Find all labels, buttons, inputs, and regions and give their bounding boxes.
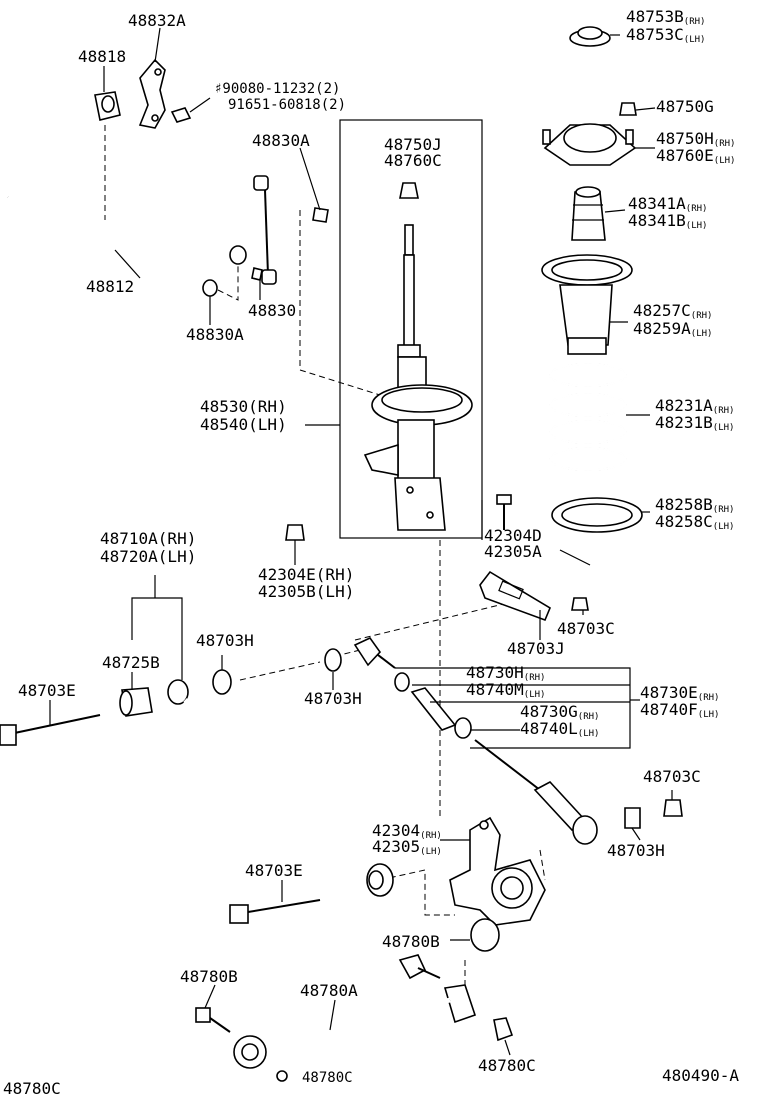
label-48812: 48812 <box>86 277 135 296</box>
label-48740L: 48740L(LH) <box>520 719 600 740</box>
label-48760C: 48760C <box>384 151 442 170</box>
label-48730G: 48730G(RH) <box>520 702 600 723</box>
label-42305A: 42305A <box>484 542 542 561</box>
label-48780B-b: 48780B <box>382 932 440 951</box>
lateral-arm-drawing <box>167 679 394 897</box>
rod-leaders <box>395 667 640 749</box>
stabilizer-link-drawing <box>251 175 329 285</box>
label-48750H: 48750H(RH) <box>656 129 736 150</box>
label-48780C-a: 48780C <box>3 1079 61 1098</box>
label-48753C: 48753C(LH) <box>626 25 706 46</box>
adjust-rod-drawing <box>353 636 683 845</box>
label-42304D: 42304D <box>484 526 542 545</box>
drawing-number: 480490-A <box>662 1066 740 1085</box>
label-48703C-b: 48703C <box>643 767 701 786</box>
label-48341B: 48341B(LH) <box>628 211 708 232</box>
boot-drawing <box>541 254 633 355</box>
label-48780B-a: 48780B <box>180 967 238 986</box>
label-48740F: 48740F(LH) <box>640 700 720 721</box>
knuckle-drawing <box>449 816 546 952</box>
lower-bolt-drawing <box>229 899 321 924</box>
label-48750G: 48750G <box>656 97 714 116</box>
label-48780A: 48780A <box>300 981 358 1000</box>
bushing-bracket-drawing <box>94 58 211 129</box>
label-48258B: 48258B(RH) <box>655 495 735 516</box>
label-42304E: 42304E(RH) <box>258 565 355 584</box>
label-48259A: 48259A(LH) <box>633 319 713 340</box>
label-48780C-b: 48780C <box>478 1056 536 1075</box>
label-48730H: 48730H(RH) <box>466 663 546 684</box>
label-48703J: 48703J <box>507 639 565 658</box>
label-48830: 48830 <box>248 301 297 320</box>
label-48703E-b: 48703E <box>245 861 303 880</box>
strut-frame <box>339 119 483 539</box>
label-leaders <box>49 27 673 1056</box>
label-48703E-a: 48703E <box>18 681 76 700</box>
label-42305: 42305(LH) <box>372 837 442 858</box>
lower-insulator-drawing <box>551 497 643 533</box>
label-48258C: 48258C(LH) <box>655 512 735 533</box>
label-48830A-bot: 48830A <box>186 325 244 344</box>
label-48740M: 48740M(LH) <box>466 680 546 701</box>
label-bolt-line2: 91651-60818(2) <box>228 97 347 113</box>
label-48231B: 48231B(LH) <box>655 413 735 434</box>
strut-drawing <box>363 182 473 531</box>
label-48341A: 48341A(RH) <box>628 194 708 215</box>
arm-bushing-drawing <box>0 648 342 746</box>
label-48703C-a: 48703C <box>557 619 615 638</box>
label-48753B: 48753B(RH) <box>626 7 706 28</box>
label-48818: 48818 <box>78 47 127 66</box>
label-48832A: 48832A <box>128 11 186 30</box>
label-48257C: 48257C(RH) <box>633 301 713 322</box>
label-42305B: 42305B(LH) <box>258 582 355 601</box>
label-48830A-top: 48830A <box>252 131 310 150</box>
plate-drawing <box>479 570 589 622</box>
label-48750J: 48750J <box>384 135 442 154</box>
label-arm-rh: 48710A(RH) <box>100 529 197 548</box>
strut-bolts-drawing <box>285 494 512 541</box>
coil-spring-drawing <box>549 363 627 471</box>
label-42304: 42304(RH) <box>372 821 442 842</box>
lower-arm-drawing <box>195 954 514 1082</box>
label-48760E: 48760E(LH) <box>656 146 736 167</box>
label-strut-rh: 48530(RH) <box>200 397 287 416</box>
label-strut-lh: 48540(LH) <box>200 415 287 434</box>
label-48725B: 48725B <box>102 653 160 672</box>
label-arm-lh: 48720A(LH) <box>100 547 197 566</box>
label-48703H-a: 48703H <box>196 631 254 650</box>
label-48703H-c: 48703H <box>607 841 665 860</box>
label-48730E: 48730E(RH) <box>640 683 720 704</box>
label-48703H-b: 48703H <box>304 689 362 708</box>
dashed-guides <box>104 125 546 985</box>
label-48780C-c: 48780C <box>302 1070 353 1086</box>
upper-mount-drawing <box>542 26 637 241</box>
label-bolt-line1: ♯90080-11232(2) <box>214 81 341 97</box>
stabilizer-bar-drawing <box>7 195 247 297</box>
label-48231A: 48231A(RH) <box>655 396 735 417</box>
